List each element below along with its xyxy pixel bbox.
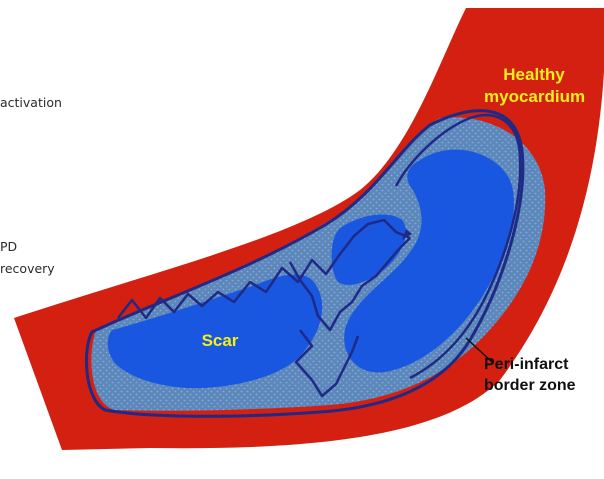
border-zone-label: Peri-infarct border zone — [484, 354, 594, 396]
border-label-line1: Peri-infarct — [484, 354, 594, 375]
side-text-recovery: recovery — [0, 262, 55, 276]
healthy-label-line2: myocardium — [484, 86, 584, 108]
side-text-pd: PD — [0, 240, 17, 254]
side-text-activation: activation — [0, 96, 62, 110]
healthy-label-line1: Healthy — [484, 64, 584, 86]
border-label-line2: border zone — [484, 375, 594, 396]
scar-label: Scar — [190, 330, 250, 352]
healthy-myocardium-label: Healthy myocardium — [484, 64, 584, 108]
